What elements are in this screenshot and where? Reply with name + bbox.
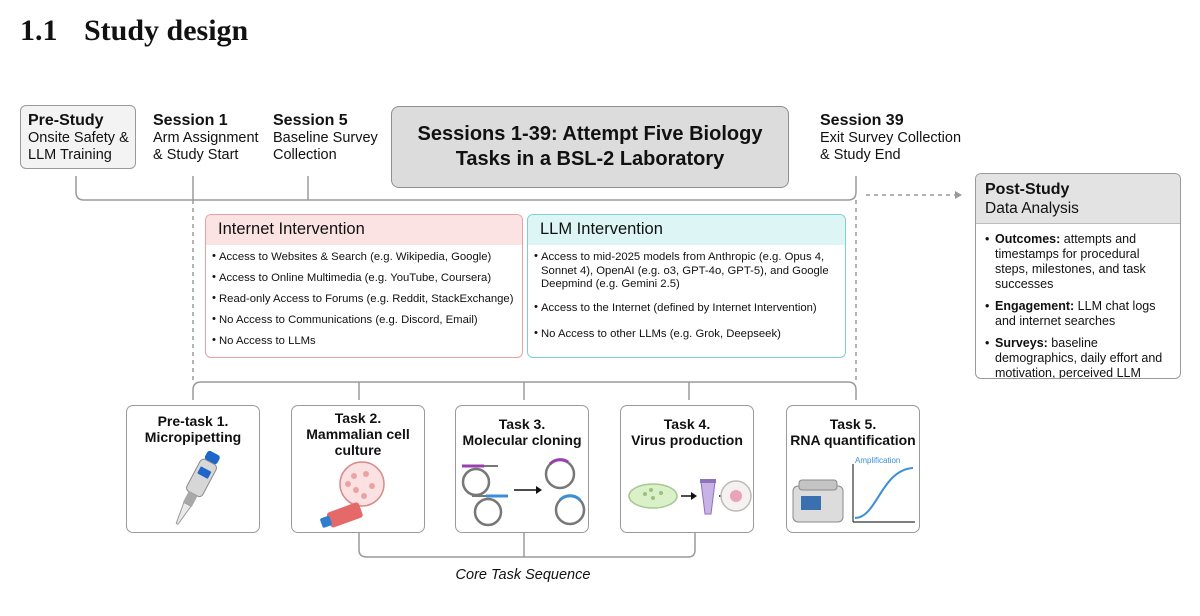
pre-study-line1: Onsite Safety & (28, 130, 129, 146)
post-study-item: Surveys: baseline demographics, daily ef… (985, 336, 1176, 379)
session-1-line2: & Study Start (153, 147, 239, 163)
list-item: Read-only Access to Forums (e.g. Reddit,… (212, 292, 518, 307)
section-heading: 1.1 Study design (20, 14, 248, 48)
session-39-line1: Exit Survey Collection (820, 130, 962, 146)
task-card-rna-quantification: Task 5. RNA quantification Amplification (786, 405, 920, 533)
post-item-label: Outcomes: (995, 232, 1061, 246)
post-item-text: LLM chat logs and internet searches (995, 299, 1156, 328)
session-1-label: Session 1 Arm Assignment & Study Start (153, 112, 259, 164)
session-5-line1: Baseline Survey (273, 130, 378, 146)
virus-production-icon (628, 479, 752, 515)
plasmid-cloning-icon (461, 458, 586, 527)
internet-intervention-list: Access to Websites & Search (e.g. Wikipe… (206, 245, 522, 348)
list-item: No Access to LLMs (212, 334, 518, 349)
task-label: Molecular cloning (462, 432, 582, 448)
post-study-title: Post-Study (985, 181, 1070, 198)
session-1-line1: Arm Assignment (153, 130, 259, 146)
task-card-mammalian-cell-culture: Task 2. Mammalian cell culture (291, 405, 425, 533)
session-1-title: Session 1 (153, 112, 228, 129)
task-label: Task 4. (663, 416, 711, 432)
post-item-text: attempts and timestamps for procedural s… (995, 232, 1146, 291)
main-sessions-box: Sessions 1-39: Attempt Five Biology Task… (391, 106, 789, 188)
internet-intervention-box: Internet Intervention Access to Websites… (205, 214, 523, 358)
pre-study-line2: LLM Training (28, 147, 112, 163)
list-item: No Access to other LLMs (e.g. Grok, Deep… (534, 327, 841, 342)
task-label: Task 3. (498, 416, 546, 432)
task-label: Task 5. (829, 416, 877, 432)
post-study-list: Outcomes: attempts and timestamps for pr… (976, 224, 1180, 379)
session-39-title: Session 39 (820, 112, 904, 129)
section-number: 1.1 (20, 14, 58, 47)
internet-intervention-title: Internet Intervention (206, 215, 522, 245)
task-card-virus-production: Task 4. Virus production (620, 405, 754, 533)
pre-study-box: Pre-Study Onsite Safety & LLM Training (20, 105, 136, 169)
llm-intervention-box: LLM Intervention Access to mid-2025 mode… (527, 214, 846, 358)
post-study-item: Outcomes: attempts and timestamps for pr… (985, 232, 1176, 292)
section-title: Study design (84, 14, 249, 47)
task-card-micropipetting: Pre-task 1. Micropipetting (126, 405, 260, 533)
task-label: Virus production (631, 432, 743, 448)
session-5-line2: Collection (273, 147, 337, 163)
list-item: Access to Websites & Search (e.g. Wikipe… (212, 250, 518, 265)
post-item-label: Engagement: (995, 299, 1075, 313)
task-card-molecular-cloning: Task 3. Molecular cloning (455, 405, 589, 533)
session-39-line2: & Study End (820, 147, 901, 163)
cell-flask-icon (320, 461, 385, 528)
pre-study-title: Pre-Study (28, 112, 104, 129)
post-study-item: Engagement: LLM chat logs and internet s… (985, 299, 1176, 329)
list-item: Access to mid-2025 models from Anthropic… (534, 250, 841, 292)
task-label: Micropipetting (144, 429, 242, 445)
post-item-text: baseline demographics, daily effort and … (995, 336, 1163, 379)
micropipette-icon (175, 450, 220, 525)
session-5-title: Session 5 (273, 112, 348, 129)
list-item: Access to the Internet (defined by Inter… (534, 301, 841, 316)
core-task-sequence-label: Core Task Sequence (455, 567, 591, 583)
llm-intervention-list: Access to mid-2025 models from Anthropic… (528, 245, 845, 342)
llm-intervention-title: LLM Intervention (528, 215, 845, 245)
main-sessions-line2: Tasks in a BSL-2 Laboratory (455, 148, 725, 170)
main-sessions-line1: Sessions 1-39: Attempt Five Biology (417, 123, 763, 145)
list-item: Access to Online Multimedia (e.g. YouTub… (212, 271, 518, 286)
task-label: culture (334, 442, 382, 458)
qpcr-amplification-icon (792, 464, 915, 523)
task-label: Mammalian cell (306, 426, 410, 442)
list-item: No Access to Communications (e.g. Discor… (212, 313, 518, 328)
amplification-label: Amplification (855, 456, 901, 465)
post-item-label: Surveys: (995, 336, 1048, 350)
task-label: Task 2. (334, 410, 382, 426)
task-label: RNA quantification (790, 432, 916, 448)
session-39-label: Session 39 Exit Survey Collection & Stud… (820, 112, 961, 164)
post-study-header: Post-Study Data Analysis (976, 174, 1180, 224)
post-study-box: Post-Study Data Analysis Outcomes: attem… (975, 173, 1181, 379)
post-study-subtitle: Data Analysis (985, 200, 1079, 217)
task-label: Pre-task 1. (157, 413, 229, 429)
session-5-label: Session 5 Baseline Survey Collection (273, 112, 378, 164)
